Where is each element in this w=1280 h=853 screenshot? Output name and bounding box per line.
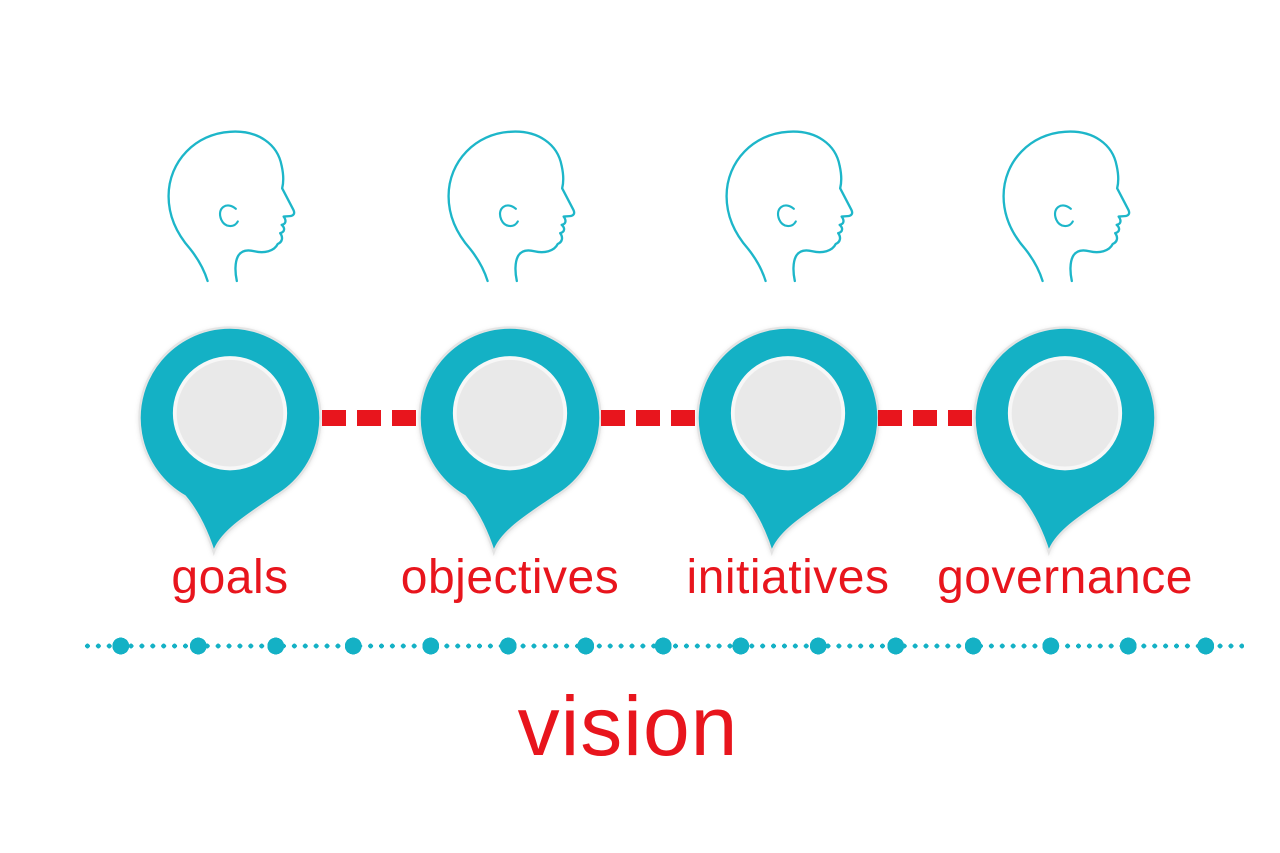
head-profile-icon [447,130,576,283]
dotted-timeline [82,637,1244,655]
stage-label-goals: goals [100,550,360,605]
pin-inner-circle [730,356,846,471]
stage-label-text: governance [937,551,1193,604]
head-profile-icon [1002,130,1131,283]
dashed-connector-3 [878,410,974,426]
map-pin-icon [138,326,322,556]
stage-node-governance: governance [935,0,1195,640]
stage-label-text: goals [171,551,289,604]
map-pin-icon [973,326,1157,556]
map-pin-icon [418,326,602,556]
stage-label-text: initiatives [686,551,890,604]
stage-node-goals: goals [100,0,360,640]
stage-label-governance: governance [935,550,1195,605]
vision-title: vision [517,679,739,773]
stage-node-initiatives: initiatives [658,0,918,640]
dashed-connector-1 [322,410,418,426]
pin-inner-circle [172,356,288,471]
dashed-connector-2 [601,410,697,426]
stage-label-text: objectives [400,551,620,604]
pin-inner-circle [452,356,568,471]
head-profile-icon [725,130,854,283]
head-profile-icon [167,130,296,283]
stage-node-objectives: objectives [380,0,640,640]
pin-inner-circle [1007,356,1123,471]
stage-label-objectives: objectives [380,550,640,605]
stage-label-initiatives: initiatives [658,550,918,605]
map-pin-icon [696,326,880,556]
